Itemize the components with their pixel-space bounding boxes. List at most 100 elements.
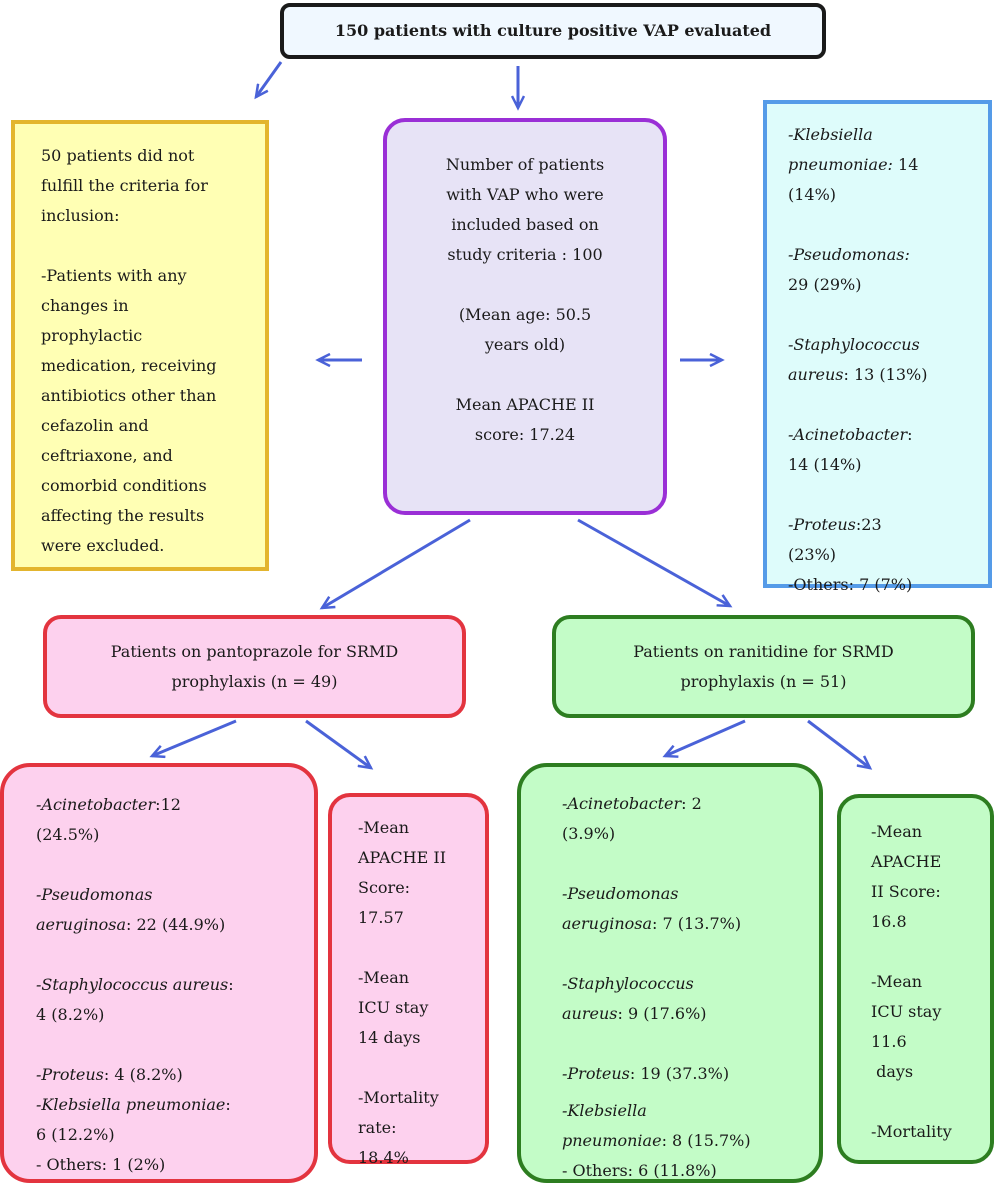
panto-klebsiella-count: 6 (12.2%) <box>36 1125 115 1144</box>
organism-staph: aureus <box>788 365 844 384</box>
ranitidine-group-box: Patients on ranitidine for SRMD prophyla… <box>552 615 975 718</box>
exclusion-detail: antibiotics other than <box>41 386 217 405</box>
organism-pseudomonas-count: 29 (29%) <box>788 275 862 294</box>
panto-others: - Others: 1 (2%) <box>36 1155 166 1174</box>
rani-icu-stay-value: 11.6 <box>871 1032 907 1051</box>
exclusion-detail: cefazolin and <box>41 416 149 435</box>
panto-icu-stay-value: 14 days <box>358 1028 421 1047</box>
organism-proteus: -Proteus <box>788 515 856 534</box>
panto-staph: -Staphylococcus aureus <box>36 975 229 994</box>
excluded-text: inclusion: <box>41 206 120 225</box>
ranitidine-label: prophylaxis (n = 51) <box>680 672 847 691</box>
panto-klebsiella: -Klebsiella pneumoniae <box>36 1095 226 1114</box>
mean-age: years old) <box>484 335 566 354</box>
excluded-patients-box: 50 patients did not fulfill the criteria… <box>11 120 269 571</box>
pantoprazole-group-box: Patients on pantoprazole for SRMD prophy… <box>43 615 466 718</box>
rani-pseudomonas: aeruginosa <box>562 914 653 933</box>
arrow-to-pantoprazole <box>322 518 471 608</box>
rani-klebsiella: pneumoniae <box>562 1131 662 1150</box>
exclusion-detail: ceftriaxone, and <box>41 446 173 465</box>
rani-pseudomonas-count: : 7 (13.7%) <box>652 914 742 933</box>
rani-acinetobacter-count: : 2 <box>681 794 702 813</box>
panto-pseudomonas-count: : 22 (44.9%) <box>126 915 226 934</box>
panto-apache: -Mean <box>358 818 410 837</box>
pantoprazole-label: Patients on pantoprazole for SRMD <box>110 642 399 661</box>
rani-acinetobacter-pct: (3.9%) <box>562 824 616 843</box>
panto-acinetobacter-pct: (24.5%) <box>36 825 100 844</box>
mean-apache-score: Mean APACHE II <box>455 395 595 414</box>
ranitidine-organisms-box: -Acinetobacter: 2 (3.9%) -Pseudomonas ae… <box>517 763 823 1183</box>
panto-mortality-value: 18.4% <box>358 1148 409 1167</box>
rani-staph: -Staphylococcus <box>562 974 694 993</box>
rani-acinetobacter: -Acinetobacter <box>562 794 682 813</box>
panto-acinetobacter-count: :12 <box>155 795 181 814</box>
panto-apache: APACHE II <box>358 848 447 867</box>
rani-icu-stay: ICU stay <box>871 1002 942 1021</box>
total-patients-box: 150 patients with culture positive VAP e… <box>280 3 826 59</box>
rani-apache: -Mean <box>871 822 923 841</box>
rani-proteus-count: : 19 (37.3%) <box>629 1064 730 1083</box>
included-text: with VAP who were <box>446 185 604 204</box>
rani-icu-stay-unit: days <box>871 1062 914 1081</box>
organism-proteus-pct: (23%) <box>788 545 837 564</box>
organism-pseudomonas: -Pseudomonas: <box>788 245 910 264</box>
panto-proteus-count: : 4 (8.2%) <box>103 1065 183 1084</box>
total-patients-title: 150 patients with culture positive VAP e… <box>334 21 772 40</box>
panto-klebsiella-colon: : <box>225 1095 231 1114</box>
exclusion-detail: -Patients with any <box>41 266 187 285</box>
organism-klebsiella: pneumoniae: <box>788 155 893 174</box>
arrow-to-panto-orgs <box>152 719 237 756</box>
rani-mortality: -Mortality <box>871 1122 952 1141</box>
rani-staph-count: : 9 (17.6%) <box>617 1004 707 1023</box>
arrow-to-rani-stats <box>807 719 870 768</box>
organisms-box: -Klebsiella pneumoniae: 14 (14%) -Pseudo… <box>763 100 992 594</box>
rani-others: - Others: 6 (11.8%) <box>562 1161 717 1180</box>
pantoprazole-label: prophylaxis (n = 49) <box>171 672 338 691</box>
included-text: study criteria : 100 <box>447 245 603 264</box>
arrow-to-panto-stats <box>305 719 371 768</box>
exclusion-detail: prophylactic <box>41 326 143 345</box>
panto-apache: Score: <box>358 878 411 897</box>
pantoprazole-stats-box: -Mean APACHE II Score: 17.57 -Mean ICU s… <box>328 793 489 1167</box>
arrow-to-ranitidine <box>577 518 730 606</box>
organism-klebsiella-pct: (14%) <box>788 185 837 204</box>
exclusion-detail: affecting the results <box>41 506 205 525</box>
excluded-text: fulfill the criteria for <box>41 176 208 195</box>
rani-apache: APACHE <box>871 852 942 871</box>
excluded-text: 50 patients did not <box>41 146 195 165</box>
organism-staph-count: : 13 (13%) <box>843 365 928 384</box>
exclusion-detail: medication, receiving <box>41 356 217 375</box>
organism-acinetobacter: -Acinetobacter <box>788 425 908 444</box>
panto-mortality: -Mortality <box>358 1088 439 1107</box>
included-patients-box: Number of patients with VAP who were inc… <box>383 118 667 515</box>
arrow-to-rani-orgs <box>665 719 746 756</box>
panto-acinetobacter: -Acinetobacter <box>36 795 156 814</box>
ranitidine-stats-box: -Mean APACHE II Score: 16.8 -Mean ICU st… <box>837 794 994 1164</box>
rani-proteus: -Proteus <box>562 1064 630 1083</box>
rani-klebsiella: -Klebsiella <box>562 1101 647 1120</box>
organism-proteus-count: :23 <box>855 515 882 534</box>
included-text: Number of patients <box>445 155 605 174</box>
ranitidine-label: Patients on ranitidine for SRMD <box>633 642 894 661</box>
organism-acinetobacter-count: 14 (14%) <box>788 455 862 474</box>
included-text: included based on <box>451 215 599 234</box>
rani-staph: aureus <box>562 1004 618 1023</box>
exclusion-detail: were excluded. <box>41 536 165 555</box>
panto-pseudomonas: aeruginosa <box>36 915 127 934</box>
panto-staph-colon: : <box>228 975 234 994</box>
organism-staph: -Staphylococcus <box>788 335 920 354</box>
panto-apache-value: 17.57 <box>358 908 404 927</box>
organism-klebsiella-count: 14 <box>892 155 919 174</box>
exclusion-detail: comorbid conditions <box>41 476 207 495</box>
pantoprazole-organisms-box: -Acinetobacter:12 (24.5%) -Pseudomonas a… <box>0 763 318 1183</box>
rani-klebsiella-count: : 8 (15.7%) <box>661 1131 751 1150</box>
organism-acinetobacter-colon: : <box>907 425 913 444</box>
panto-icu-stay: -Mean <box>358 968 410 987</box>
panto-mortality: rate: <box>358 1118 397 1137</box>
organism-others: -Others: 7 (7%) <box>788 575 913 594</box>
rani-apache-value: 16.8 <box>871 912 907 931</box>
panto-proteus: -Proteus <box>36 1065 104 1084</box>
rani-pseudomonas: -Pseudomonas <box>562 884 679 903</box>
panto-pseudomonas: -Pseudomonas <box>36 885 153 904</box>
